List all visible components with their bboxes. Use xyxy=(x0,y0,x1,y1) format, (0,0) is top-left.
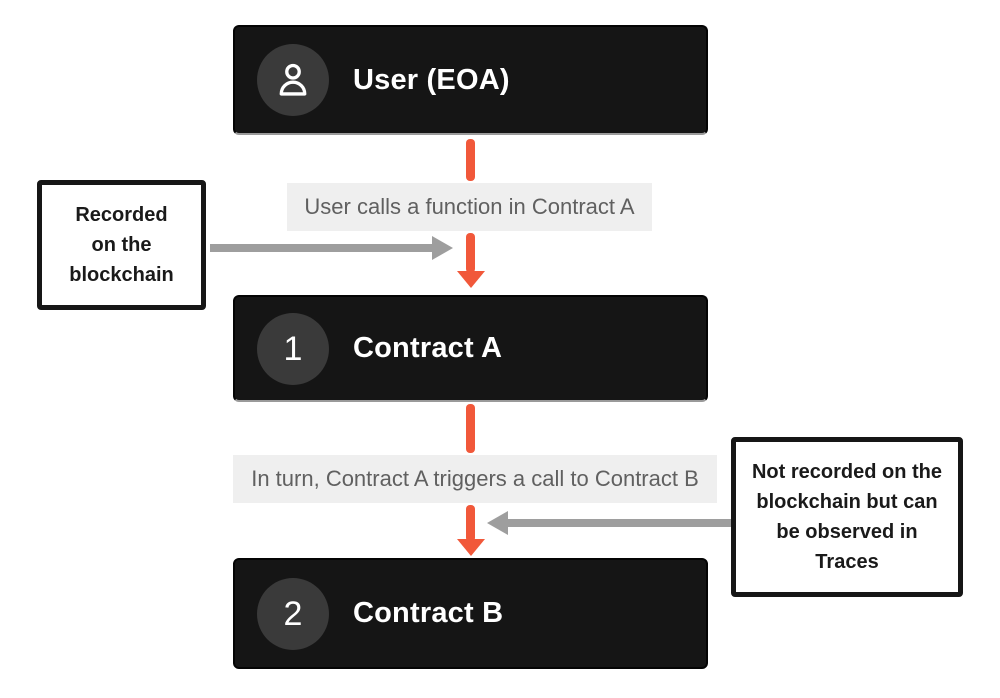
recorded-note-arrow xyxy=(210,244,434,252)
contract-b-node-title: Contract B xyxy=(353,597,504,629)
down-arrowhead-icon xyxy=(457,271,485,288)
left-arrowhead-icon xyxy=(487,511,508,535)
contract-a-badge-number: 1 xyxy=(283,329,303,368)
flow-arrow-contract-a-shaft xyxy=(466,404,475,453)
contract-b-badge: 2 xyxy=(257,577,329,650)
down-arrowhead-icon xyxy=(457,539,485,556)
edge-label-a-to-b: In turn, Contract A triggers a call to C… xyxy=(233,455,717,503)
flow-arrow-to-contract-b-shaft xyxy=(466,505,475,542)
traces-note-arrow xyxy=(508,519,731,527)
contract-a-node: 1 Contract A xyxy=(233,295,708,402)
right-arrowhead-icon xyxy=(432,236,453,260)
user-node-title: User (EOA) xyxy=(353,63,510,96)
contract-b-badge-number: 2 xyxy=(283,594,303,633)
traces-note: Not recorded on the blockchain but can b… xyxy=(731,437,963,597)
flow-arrow-user-shaft xyxy=(466,139,475,181)
user-icon xyxy=(271,58,315,102)
user-avatar-circle xyxy=(257,44,329,116)
flow-arrow-to-contract-a-shaft xyxy=(466,233,475,273)
contract-a-badge: 1 xyxy=(257,312,329,385)
user-node: User (EOA) xyxy=(233,25,708,135)
edge-label-user-to-a: User calls a function in Contract A xyxy=(287,183,652,231)
recorded-note: Recorded on the blockchain xyxy=(37,180,206,310)
contract-a-node-title: Contract A xyxy=(353,332,503,364)
contract-b-node: 2 Contract B xyxy=(233,558,708,669)
